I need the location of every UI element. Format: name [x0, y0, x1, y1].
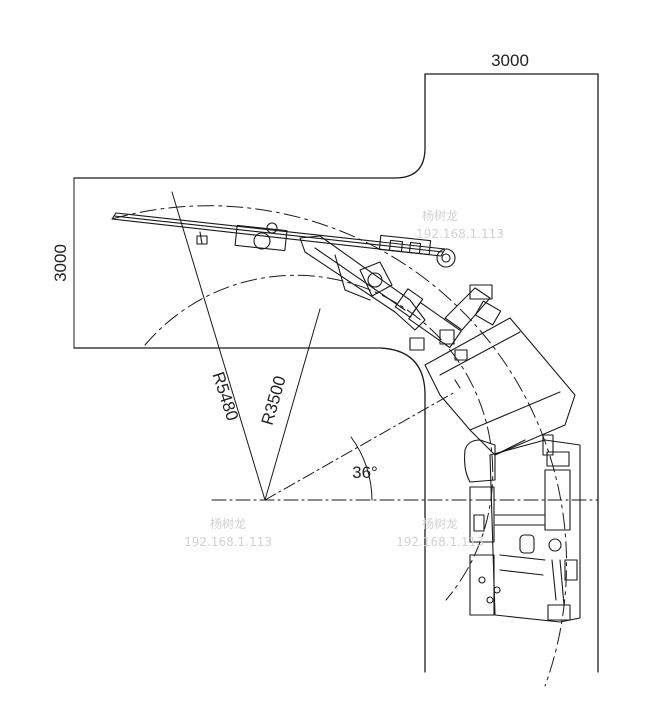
watermark-name: 杨树龙 [422, 208, 458, 223]
watermark-ip: 192.168.1.113 [396, 535, 484, 549]
outer-turning-arc [111, 205, 568, 687]
radius-r3500-line [264, 308, 321, 501]
watermark-ip: 192.168.1.113 [416, 227, 504, 241]
boom-support [409, 284, 502, 351]
watermark-name: 杨树龙 [422, 516, 458, 531]
carrier-chassis [464, 434, 581, 623]
boom-arm [299, 235, 462, 349]
outer-radius-label: R5480 [208, 370, 242, 424]
angle-36-line [264, 391, 456, 501]
angle-36-arc [350, 436, 373, 501]
angle-label: 36° [352, 463, 378, 482]
watermark-name: 杨树龙 [210, 516, 246, 531]
radius-construction [171, 191, 599, 501]
inner-radius-label: R3500 [258, 374, 290, 427]
turning-envelopes [111, 205, 568, 687]
tunnel-outline [73, 73, 599, 673]
dimension-left-label: 3000 [51, 244, 70, 282]
dimension-top-label: 3000 [491, 51, 529, 70]
radius-r5480-line [171, 191, 266, 501]
drilling-rig [111, 212, 581, 623]
inner-turning-arc [144, 274, 494, 601]
watermarks: 杨树龙 192.168.1.113 杨树龙 192.168.1.113 杨树龙 … [184, 208, 504, 549]
watermark-ip: 192.168.1.113 [184, 535, 272, 549]
rig-body [424, 317, 576, 456]
feed-beam [111, 212, 456, 268]
